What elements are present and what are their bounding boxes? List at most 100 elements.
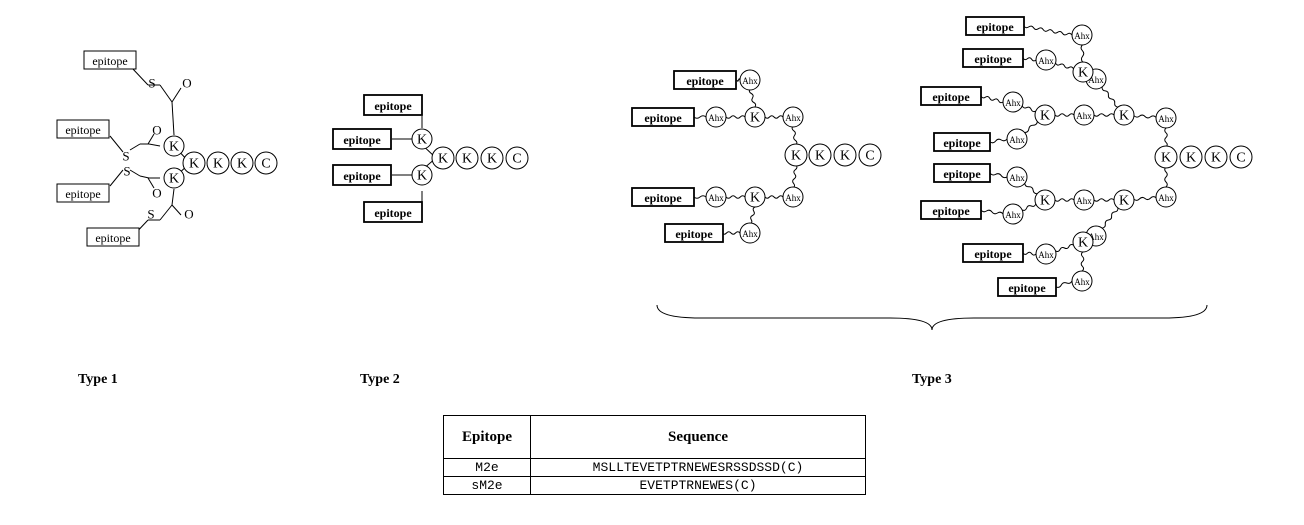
lysine-label: K xyxy=(417,133,427,148)
epitope-box xyxy=(363,201,423,223)
bond-line xyxy=(171,87,182,103)
lysine-label: K xyxy=(417,169,427,184)
lysine-label: K xyxy=(750,191,760,206)
ahx-circle xyxy=(1035,243,1057,265)
lysine-label: K xyxy=(1078,66,1088,81)
ahx-linker xyxy=(764,195,784,199)
table-header-row: Epitope Sequence xyxy=(443,415,866,459)
header-sequence: Sequence xyxy=(530,415,866,459)
ahx-label: Ahx xyxy=(1005,98,1021,108)
epitope-box xyxy=(86,227,140,247)
cysteine-label: C xyxy=(865,149,874,164)
epitope-label: epitope xyxy=(644,191,682,205)
cysteine-circle xyxy=(1229,145,1253,169)
ahx-label: Ahx xyxy=(1005,210,1021,220)
epitope-box xyxy=(962,48,1024,68)
lysine-label: K xyxy=(169,172,179,187)
lysine-label: K xyxy=(1211,151,1221,166)
epitope-label: epitope xyxy=(932,204,970,218)
oxygen-label: O xyxy=(152,123,161,138)
bond-line xyxy=(129,143,141,151)
type1-label: Type 1 xyxy=(78,372,118,387)
ahx-linker xyxy=(980,95,1004,104)
lysine-circle xyxy=(163,167,185,189)
lysine-label: K xyxy=(169,140,179,155)
lysine-circle xyxy=(1204,145,1228,169)
sulfur-label: S xyxy=(122,149,129,164)
ahx-linker xyxy=(1101,86,1118,108)
bond-line xyxy=(159,204,173,221)
epitope-label: epitope xyxy=(976,20,1014,34)
bond-line xyxy=(159,84,173,103)
lysine-circle xyxy=(411,128,433,150)
epitope-box xyxy=(920,86,982,106)
ahx-linker xyxy=(1054,198,1075,202)
epitope-box xyxy=(933,163,991,183)
oxygen-label: O xyxy=(184,207,193,222)
ahx-linker xyxy=(1021,105,1036,113)
bond-line xyxy=(139,175,150,179)
ahx-label: Ahx xyxy=(1074,31,1090,41)
lysine-label: K xyxy=(1040,194,1050,209)
ahx-circle xyxy=(705,106,727,128)
epitope-box xyxy=(997,277,1057,297)
epitope-box xyxy=(631,187,695,207)
sequence-cell: EVETPTRNEWES(C) xyxy=(530,476,866,495)
ahx-circle xyxy=(1002,203,1024,225)
ahx-linker xyxy=(792,164,798,189)
epitope-box xyxy=(363,94,423,116)
lysine-label: K xyxy=(840,149,850,164)
bond-line xyxy=(171,101,175,136)
lysine-label: K xyxy=(791,149,801,164)
bond-line xyxy=(131,67,149,86)
ahx-circle xyxy=(1035,49,1057,71)
epitope-label: epitope xyxy=(943,136,981,150)
lysine-circle xyxy=(1034,104,1056,126)
ahx-label: Ahx xyxy=(742,229,758,239)
ahx-linker xyxy=(1023,25,1073,36)
epitope-box xyxy=(962,243,1024,263)
ahx-linker xyxy=(748,88,757,108)
lysine-circle xyxy=(1072,61,1094,83)
epitope-label: epitope xyxy=(65,123,100,137)
lysine-label: K xyxy=(189,157,199,172)
bond-line xyxy=(147,177,155,189)
ahx-circle xyxy=(782,106,804,128)
epitope-label: epitope xyxy=(343,133,381,147)
lysine-label: K xyxy=(462,152,472,167)
epitope-box xyxy=(332,164,392,186)
ahx-label: Ahx xyxy=(708,113,724,123)
epitope-label: epitope xyxy=(374,206,412,220)
lysine-circle xyxy=(1113,189,1135,211)
oxygen-label: O xyxy=(152,186,161,201)
bond-line xyxy=(171,204,182,216)
epitope-box xyxy=(933,132,991,152)
ahx-label: Ahx xyxy=(785,193,801,203)
cysteine-circle xyxy=(858,143,882,167)
epitope-label: epitope xyxy=(374,99,412,113)
lysine-label: K xyxy=(1119,109,1129,124)
ahx-label: Ahx xyxy=(1009,135,1025,145)
ahx-label: Ahx xyxy=(708,193,724,203)
ahx-label: Ahx xyxy=(785,113,801,123)
ahx-circle xyxy=(1006,166,1028,188)
epitope-box xyxy=(920,200,982,220)
epitope-cell: sM2e xyxy=(443,476,531,495)
ahx-linker xyxy=(989,172,1008,179)
epitope-cell: M2e xyxy=(443,458,531,477)
lysine-circle xyxy=(431,146,455,170)
epitope-box xyxy=(631,107,695,127)
lysine-label: K xyxy=(750,111,760,126)
type3-small-structure: epitopeepitopeepitopeepitopeAhxAhxAhxAhx… xyxy=(631,69,882,244)
ahx-circle xyxy=(739,222,761,244)
ahx-linker xyxy=(1093,198,1115,202)
cysteine-label: C xyxy=(1236,151,1245,166)
ahx-linker xyxy=(1022,57,1037,62)
lysine-circle xyxy=(1113,104,1135,126)
lysine-circle xyxy=(1072,231,1094,253)
header-epitope: Epitope xyxy=(443,415,531,459)
ahx-circle xyxy=(1071,270,1093,292)
ahx-label: Ahx xyxy=(1038,56,1054,66)
ahx-linker xyxy=(1080,251,1085,272)
